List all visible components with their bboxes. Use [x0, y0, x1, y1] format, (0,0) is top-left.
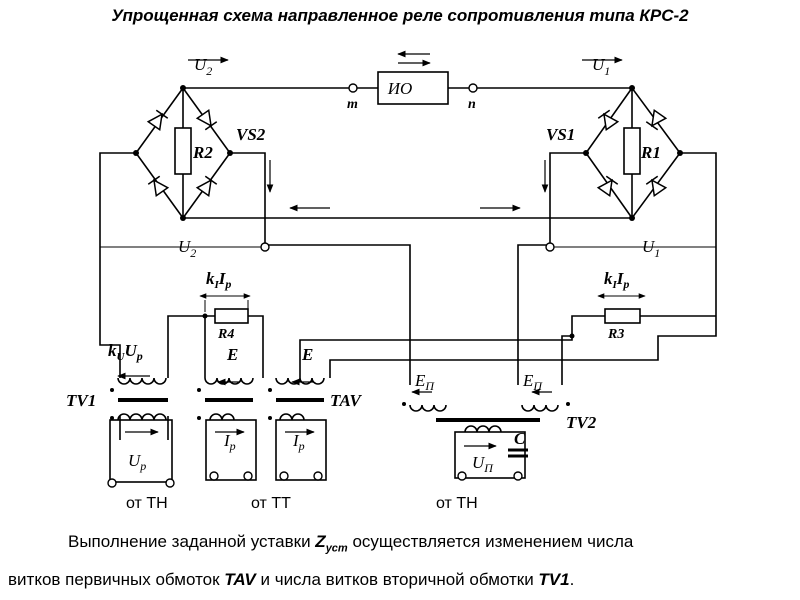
- node-u1: [545, 242, 555, 252]
- node-n-label: n: [468, 97, 476, 112]
- node-right-top: [629, 85, 635, 91]
- kiip-left-label: kIIр: [206, 269, 231, 291]
- ep-left-label: EП: [414, 371, 435, 393]
- tav-coil-2: [275, 377, 325, 385]
- node-n: [468, 83, 478, 93]
- tv1-primary-coil: [117, 413, 167, 421]
- diode-right-1: [597, 109, 620, 132]
- r1-resistor: [623, 127, 641, 175]
- vs2-label: VS2: [236, 125, 266, 144]
- diode-left-1: [146, 109, 169, 132]
- io-label: ИО: [387, 79, 413, 98]
- node-m-label: m: [347, 97, 358, 112]
- r3-resistor: [604, 308, 641, 324]
- r4-resistor: [214, 308, 249, 324]
- r1-label: R1: [640, 143, 661, 162]
- ip2-label: Iр: [292, 431, 305, 453]
- tav-label: TAV: [330, 391, 363, 410]
- from-tn-right: от ТН: [436, 495, 478, 512]
- ep-right-label: EП: [522, 371, 543, 393]
- tv2-coil-left: [409, 404, 447, 412]
- from-tn-left: от ТН: [126, 495, 168, 512]
- up-label: Uр: [128, 451, 146, 473]
- node-m: [348, 83, 358, 93]
- ip1-label: Iр: [223, 431, 236, 453]
- r2-resistor: [174, 127, 192, 175]
- r4-label: R4: [217, 327, 234, 342]
- node-u2: [260, 242, 270, 252]
- diode-right-3: [596, 175, 619, 198]
- u2-top-label: U2: [194, 55, 212, 78]
- diode-left-2: [195, 108, 218, 131]
- tv1-label: TV1: [66, 391, 96, 410]
- diode-left-4: [195, 175, 218, 198]
- u2-mid-label: U2: [178, 237, 196, 260]
- diode-right-2: [645, 108, 668, 131]
- e-label-1: E: [226, 345, 238, 364]
- diode-right-4: [645, 175, 668, 198]
- tv2-primary-coil: [464, 425, 502, 433]
- capacitor-label: C: [514, 429, 526, 448]
- vs1-label: VS1: [546, 125, 575, 144]
- upi-label: UП: [472, 453, 494, 475]
- r2-label: R2: [192, 143, 213, 162]
- tv2-label: TV2: [566, 413, 597, 432]
- kuup-label: kUUр: [108, 341, 143, 363]
- tv1-secondary-coil: [117, 377, 167, 385]
- diode-left-3: [147, 175, 170, 198]
- io-block: [377, 71, 449, 105]
- from-tt: от ТТ: [251, 495, 291, 512]
- caption-line-2: витков первичных обмоток TAV и числа вит…: [8, 570, 575, 590]
- caption-line-1: Выполнение заданной уставки Zуст осущест…: [68, 532, 634, 555]
- r3-label: R3: [607, 327, 624, 342]
- node-left-top: [180, 85, 186, 91]
- diagram-title: Упрощенная схема направленное реле сопро…: [111, 6, 689, 25]
- kiip-right-label: kIIр: [604, 269, 629, 291]
- e-label-2: E: [301, 345, 313, 364]
- u1-mid-label: U1: [642, 237, 660, 260]
- caption: Выполнение заданной уставки Zуст осущест…: [0, 526, 800, 595]
- tav-coil-1: [204, 377, 254, 385]
- u1-top-label: U1: [592, 55, 610, 78]
- tv2-coil-right: [521, 404, 559, 412]
